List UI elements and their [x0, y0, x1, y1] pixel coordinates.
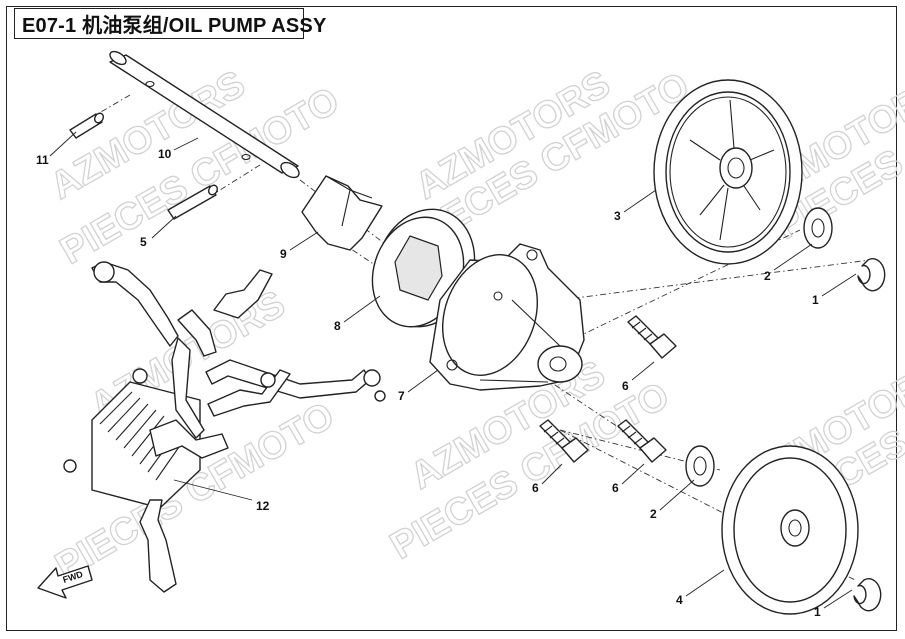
part-10-shaft — [109, 50, 300, 179]
callout-labels: 11 10 5 9 8 7 12 3 2 1 6 6 6 2 4 1 — [36, 147, 821, 619]
part-7-pump-body — [429, 243, 585, 391]
diagram-frame — [6, 6, 897, 631]
leader-lines — [49, 131, 857, 609]
title-box — [14, 8, 304, 39]
callout-2: 2 — [764, 269, 771, 283]
part-12-oil-cooler — [63, 261, 386, 593]
callout-1: 1 — [812, 293, 819, 307]
callout-6: 6 — [532, 481, 539, 495]
callout-4: 4 — [676, 593, 683, 607]
callout-5: 5 — [140, 235, 147, 249]
callout-1: 1 — [814, 605, 821, 619]
callout-6: 6 — [612, 481, 619, 495]
callout-2: 2 — [650, 507, 657, 521]
part-1-circlip — [853, 578, 882, 612]
part-3-gear — [653, 79, 803, 265]
part-9-inner-rotor — [301, 175, 383, 251]
part-6-bolt — [539, 419, 589, 463]
callout-9: 9 — [280, 247, 287, 261]
callout-7: 7 — [398, 389, 405, 403]
part-1-circlip — [857, 258, 886, 292]
part-2-washer — [803, 207, 833, 249]
part-4-gear — [721, 445, 859, 615]
callout-3: 3 — [614, 209, 621, 223]
part-11-pin — [69, 112, 105, 139]
callout-6: 6 — [622, 379, 629, 393]
diagram-title: E07-1 机油泵组/OIL PUMP ASSY — [22, 15, 327, 37]
part-6-bolt — [627, 315, 677, 359]
part-6-bolt — [617, 419, 667, 463]
callout-10: 10 — [158, 147, 172, 161]
part-2-washer — [685, 445, 715, 487]
callout-12: 12 — [256, 499, 270, 513]
part-5-pin — [167, 184, 219, 220]
fwd-arrow: FWD — [37, 565, 93, 599]
callout-11: 11 — [36, 153, 49, 167]
callout-8: 8 — [334, 319, 341, 333]
